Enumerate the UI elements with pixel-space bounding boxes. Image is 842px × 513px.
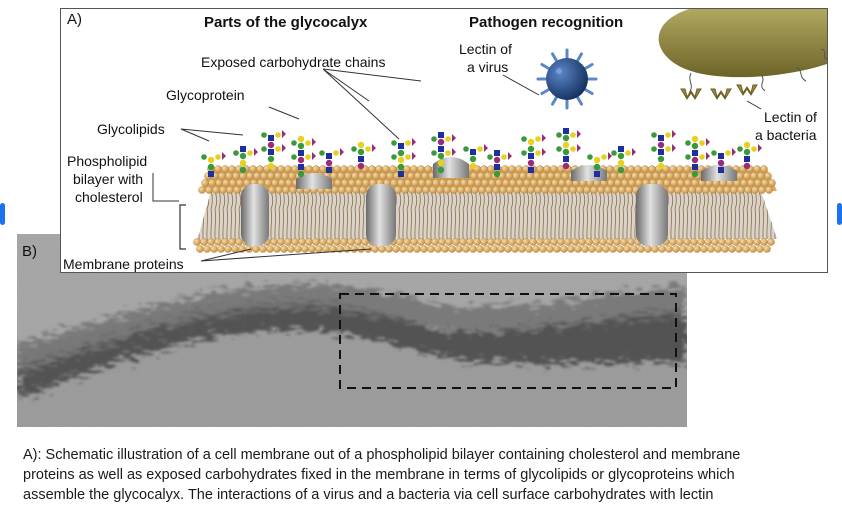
label-lectin-bacteria-line2: a bacteria — [755, 127, 817, 143]
label-phospholipid-bilayer-line1: Phospholipid — [67, 153, 148, 169]
bacterium — [658, 9, 827, 100]
label-lectin-virus-line2: a virus — [467, 59, 509, 75]
label-glycoprotein: Glycoprotein — [166, 87, 245, 103]
label-glycolipids: Glycolipids — [97, 121, 165, 137]
panel-a-frame: /* placeholder for static heads below */ — [60, 8, 828, 273]
caption-line-3: assemble the glycocalyx. The interaction… — [23, 487, 714, 503]
right-edge-marker — [837, 203, 842, 225]
panel-a-letter: A) — [67, 11, 82, 28]
heading-pathogen-recognition: Pathogen recognition — [469, 14, 624, 31]
heading-parts-of-glycocalyx: Parts of the glycocalyx — [204, 14, 368, 31]
left-edge-marker — [0, 203, 5, 225]
label-exposed-carbohydrate-chains: Exposed carbohydrate chains — [201, 54, 386, 70]
panel-b-letter: B) — [22, 243, 37, 260]
membrane-schematic: /* placeholder for static heads below */ — [152, 9, 827, 262]
label-membrane-proteins: Membrane proteins — [63, 256, 184, 272]
label-phospholipid-bilayer-line3: cholesterol — [75, 189, 143, 205]
label-lectin-virus-line1: Lectin of — [459, 41, 512, 57]
label-phospholipid-bilayer-line2: bilayer with — [73, 171, 144, 187]
figure-caption: A): Schematic illustration of a cell mem… — [23, 445, 823, 505]
virus-particle — [536, 48, 598, 110]
caption-line-1: A): Schematic illustration of a cell mem… — [23, 447, 741, 463]
label-lectin-bacteria-line1: Lectin of — [764, 109, 817, 125]
caption-line-2: proteins as well as exposed carbohydrate… — [23, 467, 735, 483]
